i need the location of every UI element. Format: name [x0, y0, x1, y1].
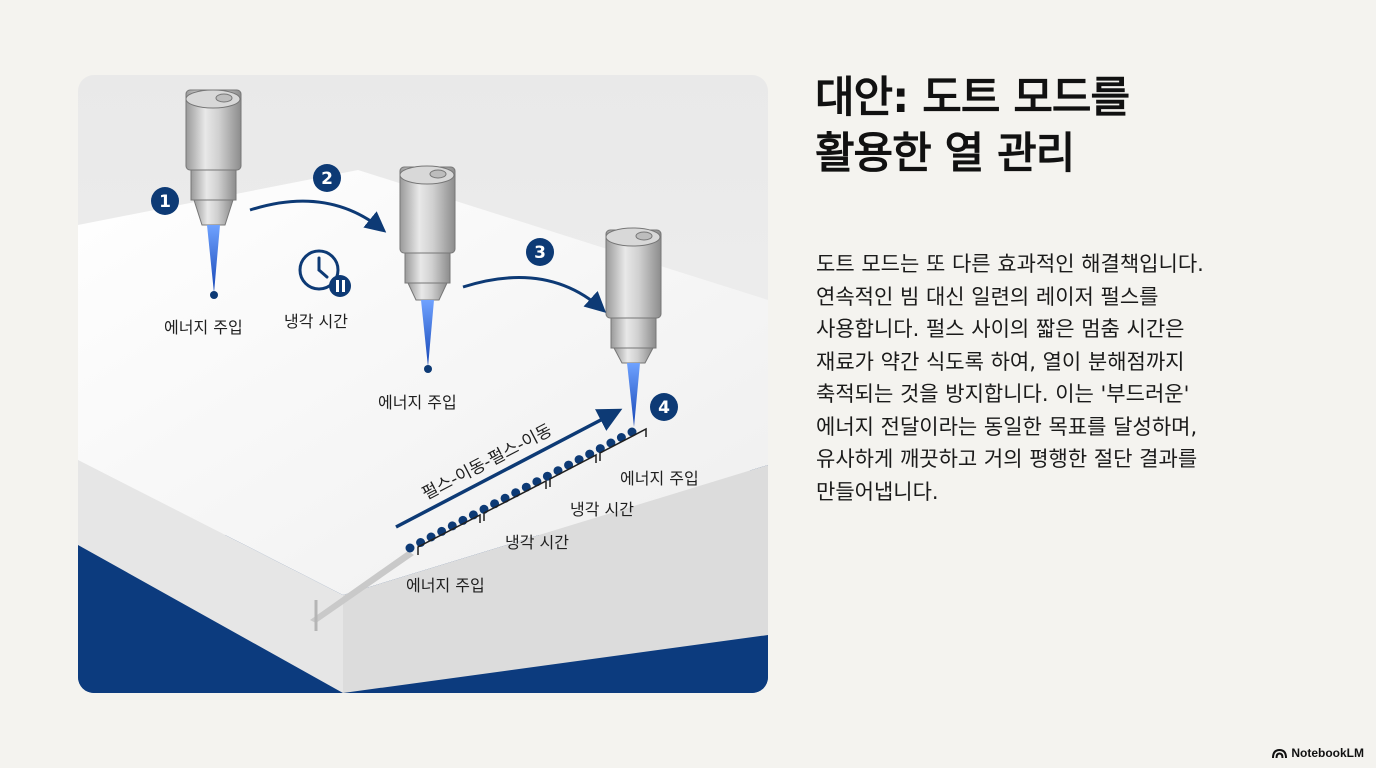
body-line: 재료가 약간 식도록 하여, 열이 분해점까지 [816, 349, 1185, 374]
title-line: 대안: 도트 모드를 [815, 73, 1130, 123]
svg-text:2: 2 [321, 169, 333, 189]
label-cooling-1: 냉각 시간 [284, 312, 348, 331]
body-line: 만들어냅니다. [816, 479, 939, 504]
step-badge-1: 1 [151, 187, 179, 215]
title-line: 활용한 열 관리 [815, 129, 1075, 179]
cut-groove [310, 551, 414, 623]
pulse-dot [405, 543, 415, 553]
material-top-face [78, 170, 768, 595]
brand-label: NotebookLM [1291, 746, 1364, 760]
label-cooling-3: 냉각 시간 [505, 533, 569, 552]
body-line: 에너지 전달이라는 동일한 목표를 달성하며, [816, 414, 1198, 439]
clock-icon [298, 249, 351, 297]
step-arrow-1-2 [249, 199, 387, 233]
body-line: 연속적인 빔 대신 일련의 레이저 펄스를 [816, 284, 1159, 309]
body-text: 도트 모드는 또 다른 효과적인 해결책입니다. 연속적인 빔 대신 일련의 레… [816, 248, 1316, 508]
material-front-face [78, 460, 343, 693]
svg-text:4: 4 [658, 398, 670, 418]
laser-nozzle-2 [399, 165, 456, 373]
body-line: 사용합니다. 펄스 사이의 짧은 멈춤 시간은 [816, 317, 1185, 341]
step-badge-4: 4 [650, 393, 678, 421]
pulse-dot [627, 427, 637, 437]
label-energy-1: 에너지 주입 [164, 318, 243, 337]
body-line: 축적되는 것을 방지합니다. 이는 '부드러운' [816, 382, 1190, 406]
material-side-face [343, 465, 768, 693]
body-line: 유사하게 깨끗하고 거의 평행한 절단 결과를 [816, 447, 1198, 471]
pulse-dot [606, 438, 616, 448]
notebooklm-logo-icon [1272, 748, 1288, 758]
laser-nozzle-1 [185, 89, 242, 299]
laser-nozzle-3 [605, 227, 662, 427]
pulse-dot [616, 433, 626, 442]
step-badge-3: 3 [526, 238, 554, 266]
brand-mark: NotebookLM [1272, 746, 1364, 760]
step-badge-2: 2 [313, 164, 341, 192]
step-arrow-2-3 [462, 276, 607, 313]
svg-text:1: 1 [159, 192, 171, 212]
timing-brackets [417, 427, 647, 555]
sequence-arrow [395, 408, 623, 529]
label-energy-3: 에너지 주입 [620, 469, 699, 488]
label-cooling-2: 냉각 시간 [570, 500, 634, 519]
page-title: 대안: 도트 모드를 활용한 열 관리 [815, 70, 1335, 182]
svg-text:3: 3 [534, 243, 546, 263]
dot-mode-diagram: 1 2 3 4 펄스-이동-펄스-이동 에너지 주입 냉각 시간 에너지 주 [78, 75, 768, 693]
body-line: 도트 모드는 또 다른 효과적인 해결책입니다. [816, 252, 1204, 276]
label-energy-2: 에너지 주입 [378, 393, 457, 412]
label-energy-4: 에너지 주입 [406, 576, 485, 595]
